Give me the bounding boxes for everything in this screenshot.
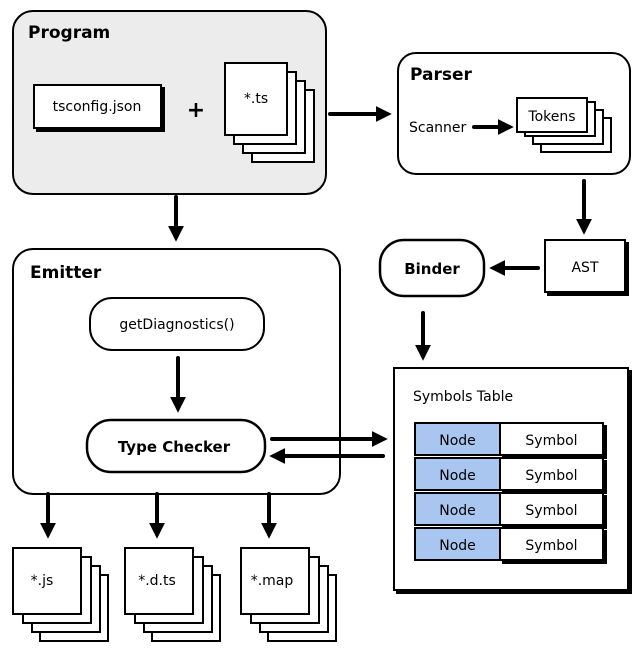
get-diagnostics-box <box>89 297 265 351</box>
symbol-cell-label: Symbol <box>525 468 577 484</box>
tsconfig-box <box>33 84 162 129</box>
parser-group: Parser Scanner Tokens <box>397 52 631 175</box>
get-diagnostics-label: getDiagnostics() <box>119 317 234 333</box>
js-output-stack: *.js <box>12 547 109 642</box>
symbols-table-row: Node Symbol <box>414 492 604 526</box>
symbols-table-row: Node Symbol <box>414 422 604 456</box>
ts-files-stack: *.ts <box>224 62 315 163</box>
map-output-label: *.map <box>251 573 294 589</box>
map-output-stack: *.map <box>240 547 337 642</box>
dts-output-label: *.d.ts <box>138 573 176 589</box>
dts-output-stack: *.d.ts <box>124 547 221 642</box>
node-cell-label: Node <box>439 433 476 449</box>
symbol-cell <box>499 492 604 526</box>
program-title: Program <box>28 23 110 43</box>
tsconfig-label: tsconfig.json <box>53 99 142 115</box>
emitter-title: Emitter <box>30 263 102 283</box>
node-cell-label: Node <box>439 503 476 519</box>
symbol-cell <box>499 457 604 491</box>
ts-files-label: *.ts <box>244 91 268 107</box>
node-cell <box>414 422 501 456</box>
program-group: Program tsconfig.json + *.ts <box>12 10 327 195</box>
symbol-cell-label: Symbol <box>525 538 577 554</box>
node-cell-label: Node <box>439 468 476 484</box>
type-checker-box <box>85 418 267 474</box>
js-output-label: *.js <box>31 573 54 589</box>
plus-sign: + <box>187 98 205 123</box>
tokens-label: Tokens <box>527 109 575 125</box>
symbols-table-row: Node Symbol <box>414 527 604 561</box>
parser-title: Parser <box>410 65 473 85</box>
symbol-cell-label: Symbol <box>525 433 577 449</box>
node-cell <box>414 527 501 561</box>
node-cell <box>414 457 501 491</box>
binder-label: Binder <box>404 260 460 278</box>
type-checker-label: Type Checker <box>118 438 231 456</box>
tokens-stack: Tokens <box>516 97 612 153</box>
node-cell <box>414 492 501 526</box>
symbols-table-row: Node Symbol <box>414 457 604 491</box>
symbol-cell <box>499 527 604 561</box>
scanner-label: Scanner <box>409 120 467 136</box>
symbols-table-title: Symbols Table <box>413 389 513 405</box>
binder-node: Binder <box>378 238 486 298</box>
ast-label: AST <box>571 260 598 276</box>
symbol-cell-label: Symbol <box>525 503 577 519</box>
node-cell-label: Node <box>439 538 476 554</box>
ast-node: AST <box>544 239 626 293</box>
